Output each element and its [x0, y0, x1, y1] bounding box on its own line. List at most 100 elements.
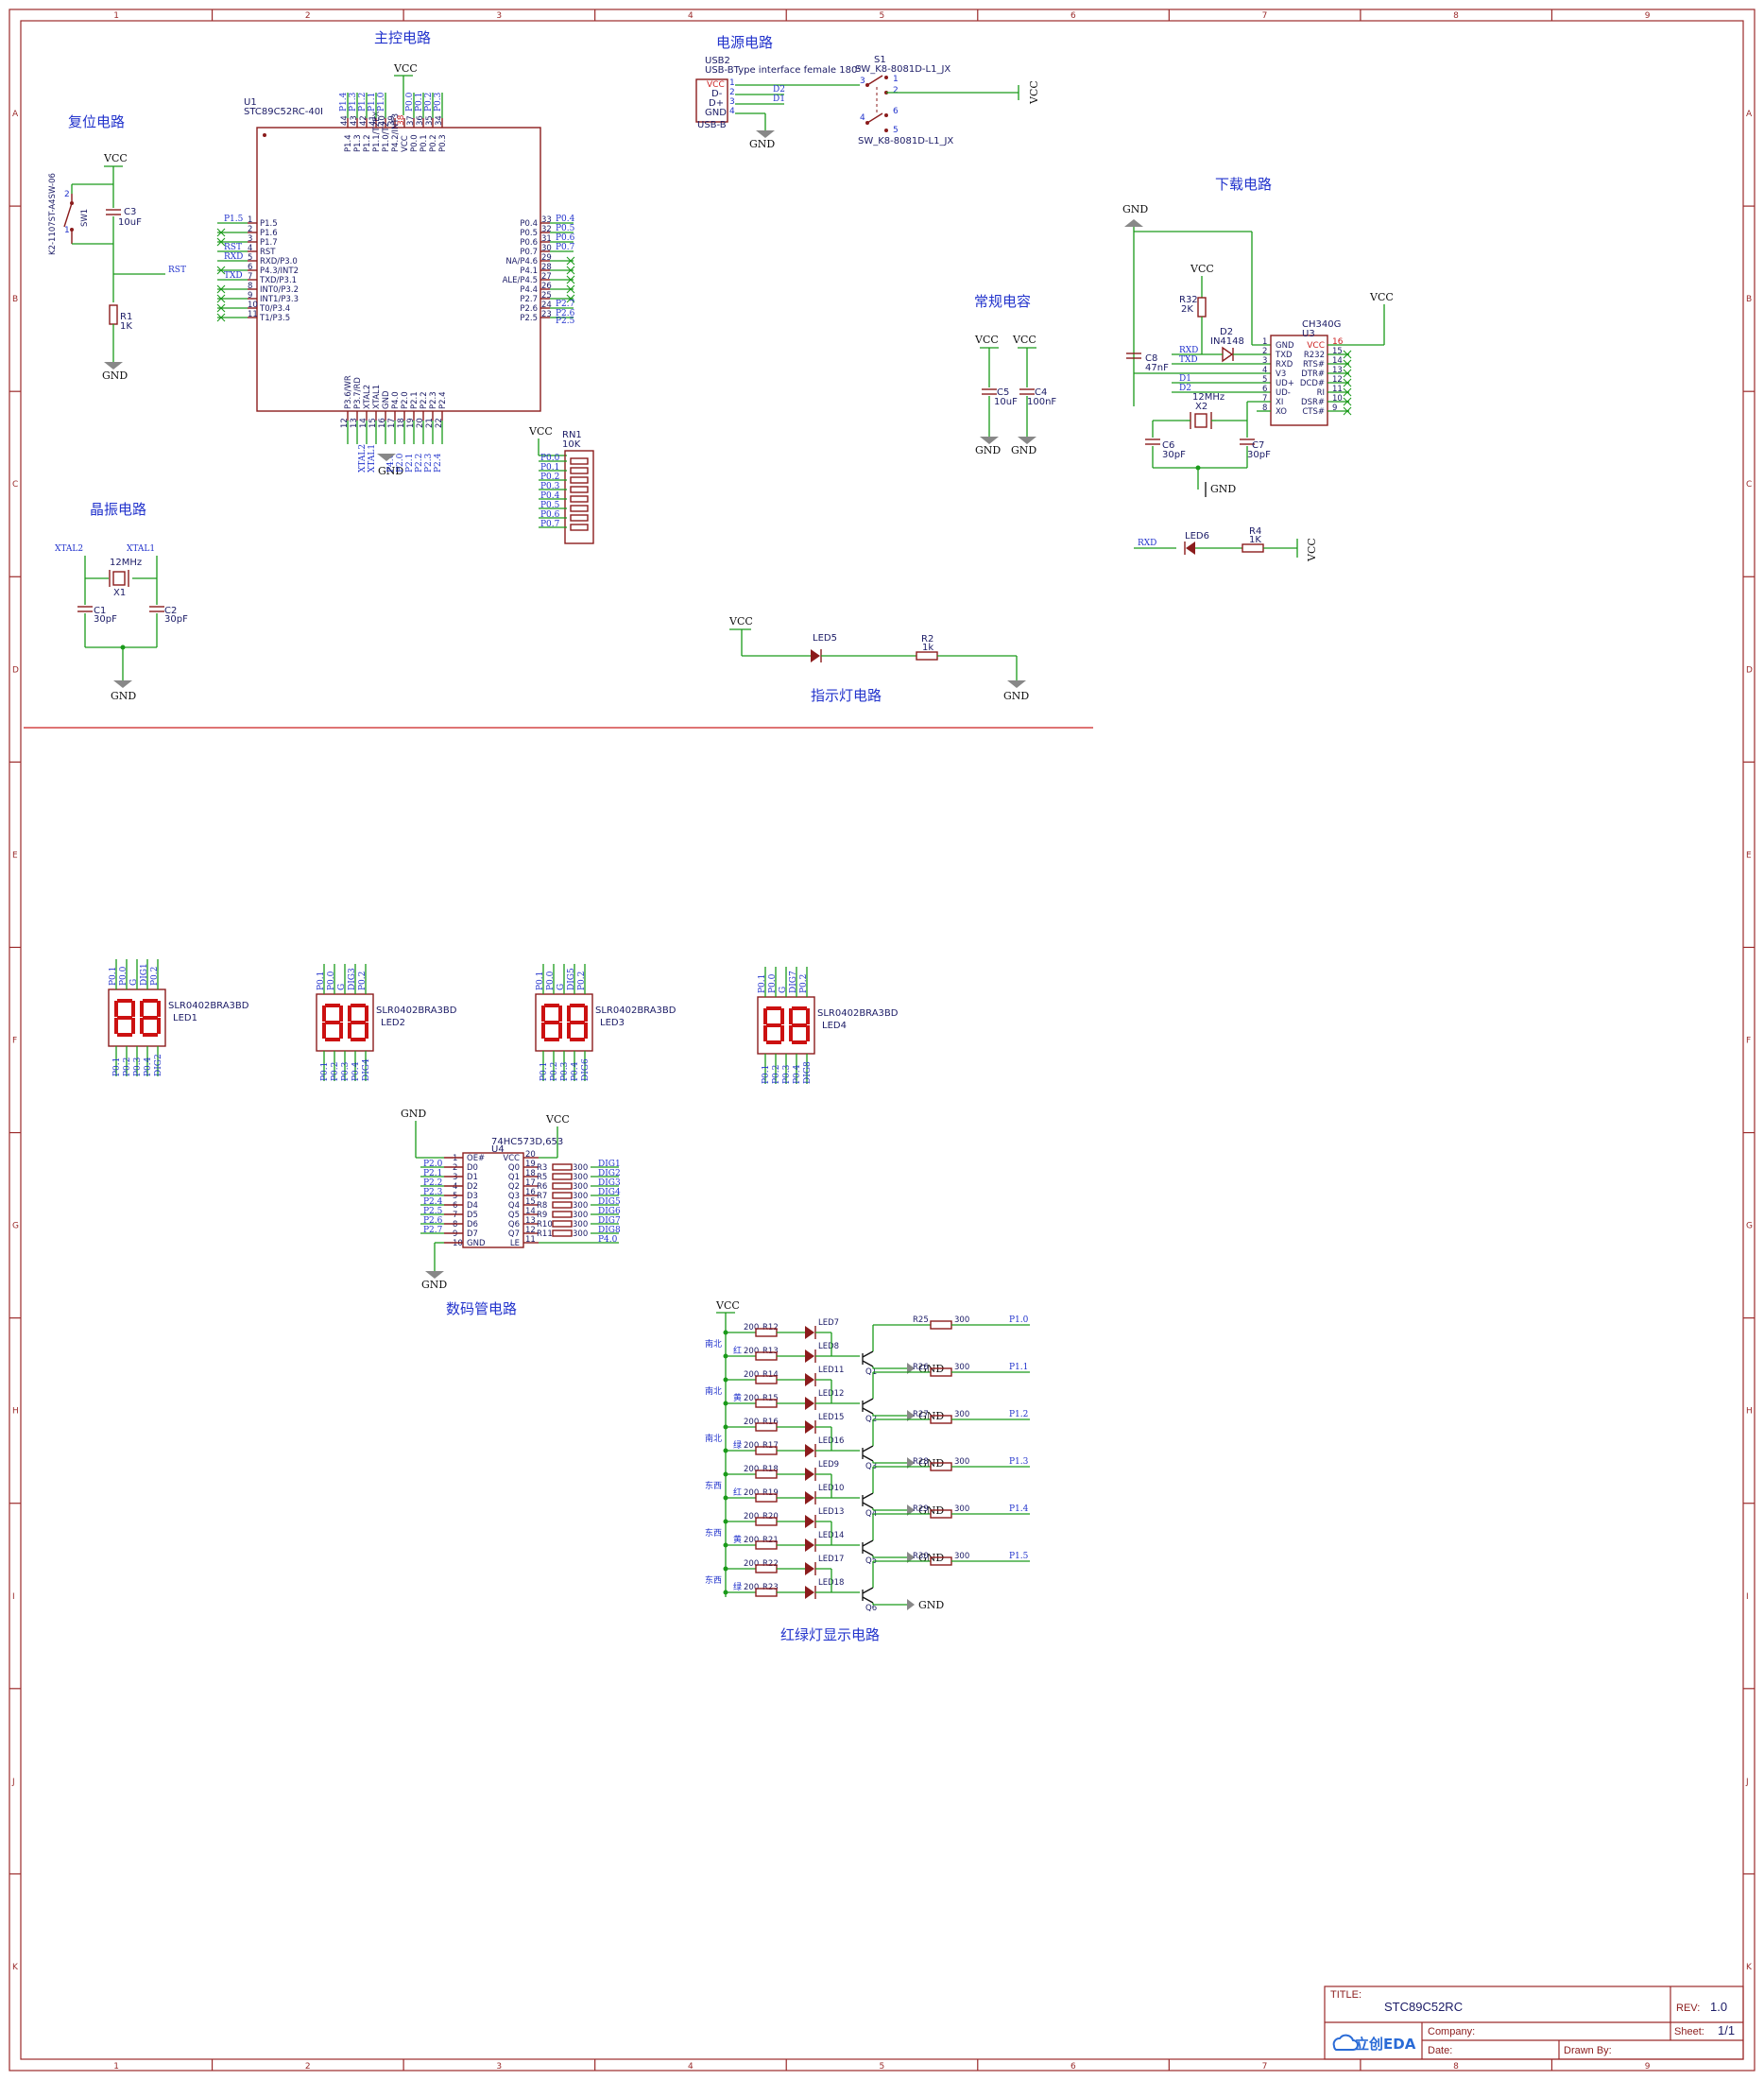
x1-value: 12MHz: [110, 558, 142, 568]
latch-pin-name: D1: [467, 1173, 478, 1182]
mcu-pin-number: 13: [350, 418, 359, 428]
seven-seg-segment: [365, 1023, 368, 1039]
seven-seg-segment: [763, 1008, 767, 1024]
latch-pin-name: D2: [467, 1182, 478, 1192]
traffic-res-ref: R14: [762, 1370, 779, 1380]
reset-vcc-label: VCC: [103, 152, 128, 164]
no-connect-mark: [566, 266, 575, 275]
usb-desc: USB-BType interface female 180°: [705, 65, 862, 76]
seven-seg-segment: [570, 1021, 585, 1024]
seven-seg-segment: [541, 1006, 545, 1022]
r32-value: 2K: [1181, 304, 1193, 315]
traffic-base-res-ref: R28: [913, 1457, 929, 1467]
s1-part-top: SW_K8-8081D-L1_JX: [855, 64, 951, 75]
mcu-pin-net: P1.2: [358, 93, 368, 112]
mcu-pin-name: P3.6/WR: [344, 375, 353, 409]
tb-title-label: TITLE:: [1330, 1989, 1362, 2001]
seven-seg-segment: [351, 1021, 366, 1024]
no-connect-mark: [216, 266, 226, 275]
seven-seg-net: P0.2: [150, 967, 160, 986]
mcu-pin-number: 6: [248, 263, 252, 272]
seven-seg-segment: [558, 1006, 562, 1022]
c5-value: 10uF: [994, 397, 1018, 407]
crystal-net-xtal2: XTAL2: [55, 544, 83, 554]
traffic-led-ref: LED11: [818, 1366, 844, 1375]
latch-pin-number: 8: [453, 1220, 457, 1229]
traffic-led-ref: LED9: [818, 1460, 839, 1470]
ch340-pin-number: 8: [1262, 404, 1267, 413]
power-vcc-label: VCC: [1028, 80, 1040, 105]
traffic-vcc-label: VCC: [715, 1299, 740, 1312]
seven-seg-ref: LED2: [381, 1018, 405, 1028]
s1-pin: 2: [893, 86, 899, 95]
transistor-emitter: [862, 1454, 874, 1462]
seven-seg-segment: [584, 1006, 588, 1022]
mcu-pin-net: P1.1: [368, 93, 377, 112]
seven-seg-net: P0.0: [119, 966, 128, 986]
seven-seg-segment: [322, 1023, 326, 1039]
mcu-pin-name: T1/P3.5: [259, 314, 290, 323]
junction: [723, 1448, 728, 1453]
traffic-direction: 南北: [705, 1338, 722, 1349]
mcu-pin-number: 31: [541, 234, 552, 244]
mcu-pin-number: 15: [368, 418, 378, 428]
mcu-pin-net: P0.2: [424, 93, 434, 112]
junction: [723, 1566, 728, 1572]
transistor-ref: Q5: [865, 1556, 877, 1566]
seven-seg-net: P0.1: [320, 1062, 330, 1081]
mcu-pin-net: P0.6: [556, 233, 575, 243]
mcu-pin-name: P2.6: [520, 304, 538, 314]
ruler-row-label: I: [12, 1592, 15, 1602]
mcu-pin-number: 1: [248, 215, 252, 225]
latch-vcc-label: VCC: [545, 1113, 570, 1126]
c1-ref: C1: [94, 606, 106, 616]
mcu-pin-number: 30: [541, 244, 552, 253]
no-connect-mark: [216, 303, 226, 313]
title-main-control: 主控电路: [374, 29, 431, 46]
rn1-net: P0.3: [540, 482, 560, 491]
latch-pin-name: VCC: [503, 1154, 520, 1163]
traffic-base-res-ref: R30: [913, 1552, 929, 1561]
seven-seg-segment: [325, 1038, 340, 1041]
latch-pin-name: D7: [467, 1229, 478, 1239]
seven-seg-segment: [131, 1001, 135, 1017]
latch-res-value: 300: [573, 1211, 588, 1220]
usb-ref: USB2: [705, 56, 730, 66]
title-reset: 复位电路: [68, 113, 125, 130]
mcu-pin-net: P1.0: [377, 92, 386, 112]
ruler-column-label: 8: [1453, 2062, 1459, 2071]
traffic-base-res-ref: R26: [913, 1363, 929, 1372]
transistor-emitter: [862, 1502, 874, 1509]
rn1-net: P0.1: [540, 463, 559, 473]
ruler-row-label: J: [1745, 1778, 1749, 1787]
power-circuit: USB2 USB-BType interface female 180° USB…: [695, 55, 1040, 150]
mcu-pin-number: 9: [248, 291, 252, 301]
seven-seg-segment: [339, 1006, 343, 1022]
c4-vcc-label: VCC: [1012, 334, 1036, 346]
ruler-row-label: C: [1746, 480, 1752, 490]
seven-seg-net: P0.4: [351, 1061, 361, 1081]
latch-out-net: DIG8: [598, 1226, 621, 1235]
mcu-pin-number: 35: [425, 115, 435, 126]
ruler-column-label: 2: [305, 11, 311, 21]
led6-net: RXD: [1138, 539, 1156, 548]
crystal-gnd-label: GND: [111, 690, 136, 702]
mcu-pin-number: 37: [406, 115, 416, 126]
latch-pin-number: 9: [453, 1229, 457, 1239]
mcu-pin-name: P1.7: [260, 238, 278, 248]
ruler-row-label: D: [12, 665, 19, 675]
ch340-pin-name: DCD#: [1300, 379, 1325, 388]
ch340-pin-number: 12: [1332, 375, 1343, 385]
ruler-column-label: 1: [113, 11, 119, 21]
seven-seg-segment: [544, 1038, 559, 1041]
s1-pin: 5: [893, 126, 899, 135]
traffic-color: 红: [733, 1345, 742, 1356]
latch-pin-net: P2.7: [423, 1226, 443, 1235]
latch-resistor: [552, 1192, 573, 1199]
seven-seg-net: P0.2: [799, 974, 809, 993]
seven-seg-net: P0.0: [327, 971, 336, 990]
tb-date-label: Date:: [1428, 2045, 1452, 2056]
junction: [723, 1377, 728, 1383]
ruler-column-label: 8: [1453, 11, 1459, 21]
transistor-ref: Q6: [865, 1604, 877, 1613]
